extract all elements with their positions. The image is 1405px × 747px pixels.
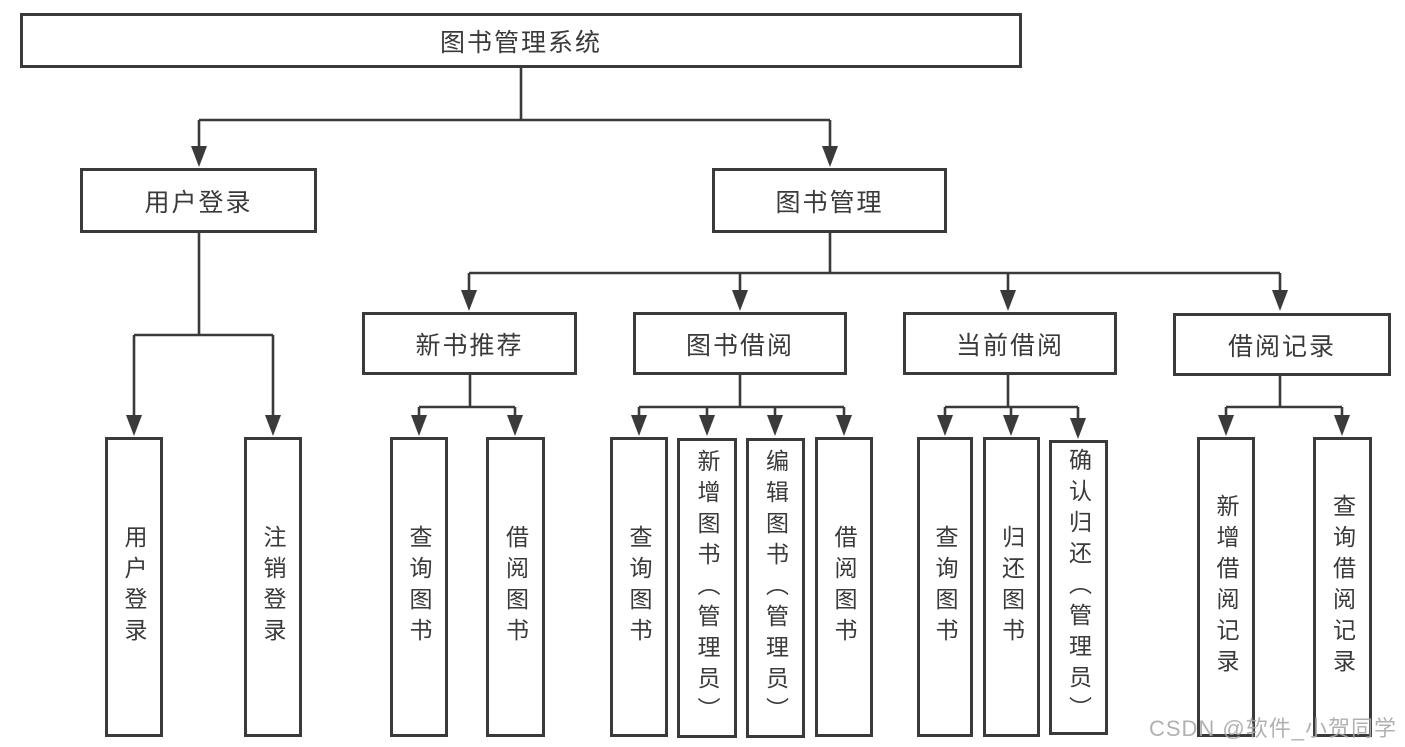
node-root: 图书管理系统 — [20, 13, 1022, 68]
node-user-login: 用户登录 — [80, 168, 317, 233]
leaf-user-login: 用户登录 — [105, 437, 163, 737]
leaf-cb-query-books: 查询图书 — [917, 437, 973, 737]
node-label: 查询图书 — [626, 525, 652, 649]
leaf-cb-confirm-return-admin: 确认归还（管理员） — [1049, 440, 1108, 735]
watermark: CSDN @软件_小贺同学 — [1148, 716, 1397, 741]
node-label: 用户登录 — [144, 188, 253, 217]
node-label: 借阅图书 — [831, 525, 857, 649]
node-label: 编辑图书（管理员） — [762, 448, 789, 728]
node-book-borrow: 图书借阅 — [633, 312, 847, 375]
node-label: 新书推荐 — [415, 331, 524, 360]
node-label: 新增图书（管理员） — [694, 448, 720, 728]
node-label: 确认归还（管理员） — [1065, 448, 1092, 727]
node-book-management: 图书管理 — [712, 168, 947, 233]
node-label: 新增借阅记录 — [1213, 494, 1239, 680]
leaf-br-add-record: 新增借阅记录 — [1197, 437, 1255, 737]
leaf-br-query-record: 查询借阅记录 — [1313, 437, 1372, 737]
node-label: 图书管理 — [775, 188, 884, 217]
node-label: 归还图书 — [998, 525, 1025, 649]
node-borrow-records: 借阅记录 — [1173, 313, 1391, 376]
node-new-book-recommend: 新书推荐 — [362, 312, 577, 375]
leaf-nb-borrow-books: 借阅图书 — [486, 437, 545, 737]
leaf-bb-query-books: 查询图书 — [610, 437, 668, 737]
leaf-bb-add-books-admin: 新增图书（管理员） — [677, 438, 737, 738]
node-current-borrow: 当前借阅 — [903, 312, 1117, 375]
node-label: 查询借阅记录 — [1329, 494, 1356, 680]
node-label: 借阅记录 — [1227, 332, 1336, 361]
node-label: 用户登录 — [121, 525, 147, 649]
leaf-nb-query-books: 查询图书 — [390, 437, 448, 737]
node-label: 查询图书 — [406, 525, 432, 649]
node-label: 当前借阅 — [955, 331, 1064, 360]
node-label: 查询图书 — [932, 525, 958, 649]
leaf-cb-return-books: 归还图书 — [983, 437, 1040, 737]
leaf-logout: 注销登录 — [244, 437, 302, 737]
leaf-bb-edit-books-admin: 编辑图书（管理员） — [746, 438, 805, 738]
node-label: 注销登录 — [260, 525, 286, 649]
node-label: 借阅图书 — [502, 525, 529, 649]
node-label: 图书借阅 — [685, 331, 794, 360]
node-label: 图书管理系统 — [439, 28, 602, 57]
leaf-bb-borrow-books: 借阅图书 — [815, 437, 873, 737]
